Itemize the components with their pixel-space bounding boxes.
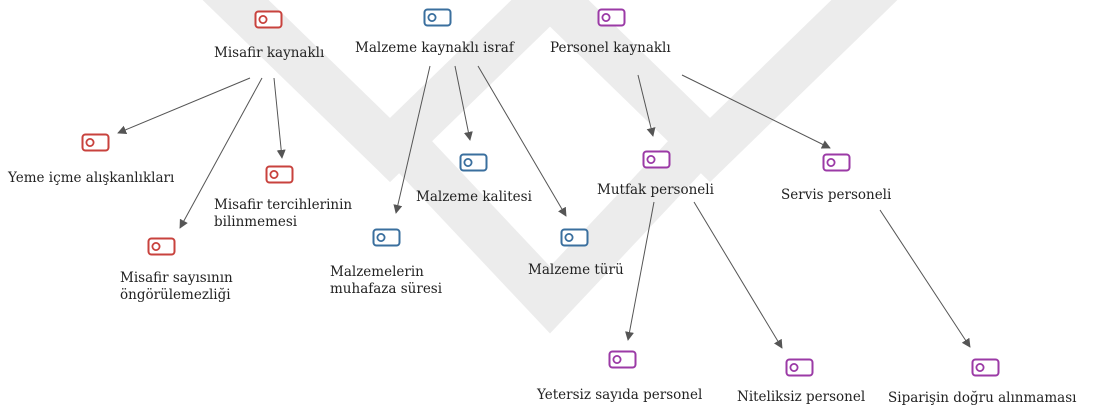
tag-icon	[459, 153, 489, 173]
node-label: Misafir sayısının öngörülemezliği	[120, 270, 233, 304]
tag-icon	[597, 8, 627, 28]
tag-icon	[822, 153, 852, 173]
tag-icon	[81, 133, 111, 153]
node-label: Mutfak personeli	[597, 182, 714, 198]
node-label: Yetersiz sayıda personel	[537, 387, 703, 403]
tag-icon	[971, 358, 1001, 378]
node-label: Personel kaynaklı	[550, 40, 671, 56]
node-label: Servis personeli	[781, 187, 892, 203]
edge-arrow	[454, 65, 473, 141]
tag-icon	[265, 165, 295, 185]
edge-arrow	[393, 65, 431, 214]
label-line: bilinmemesi	[214, 214, 298, 230]
edge-arrow	[879, 209, 971, 348]
tag-icon	[372, 228, 402, 248]
label-line: Misafir tercihlerinin	[214, 197, 353, 213]
tag-icon	[785, 358, 815, 378]
tag-icon	[254, 10, 284, 30]
node-label: Malzemelerin muhafaza süresi	[330, 264, 442, 298]
label-line: muhafaza süresi	[330, 281, 443, 297]
tag-icon	[423, 8, 453, 28]
node-label: Siparişin doğru alınmaması	[888, 390, 1077, 406]
edge-arrow	[273, 77, 286, 159]
node-label: Misafir tercihlerinin bilinmemesi	[214, 197, 352, 231]
tag-icon	[147, 237, 177, 257]
node-label: Misafir kaynaklı	[214, 45, 325, 61]
edge-arrow	[625, 201, 655, 341]
node-label: Niteliksiz personel	[737, 389, 866, 405]
watermark-chevron-lower	[373, 114, 727, 334]
label-line: Malzemelerin	[330, 264, 424, 280]
edge-arrow	[179, 77, 263, 229]
edge-arrow	[681, 74, 831, 149]
tag-icon	[560, 228, 590, 248]
edge-arrow	[117, 77, 251, 135]
label-line: öngörülemezliği	[120, 287, 231, 303]
tag-icon	[642, 150, 672, 170]
node-label: Yeme içme alışkanlıkları	[8, 170, 175, 186]
tag-icon	[608, 350, 638, 370]
node-label: Malzeme kalitesi	[416, 189, 532, 205]
edge-arrow	[693, 201, 783, 349]
label-line: Misafir sayısının	[120, 270, 233, 286]
edge-arrow	[637, 74, 656, 137]
edge-arrow	[477, 65, 567, 217]
node-label: Malzeme türü	[528, 262, 624, 278]
node-label: Malzeme kaynaklı israf	[355, 40, 514, 56]
